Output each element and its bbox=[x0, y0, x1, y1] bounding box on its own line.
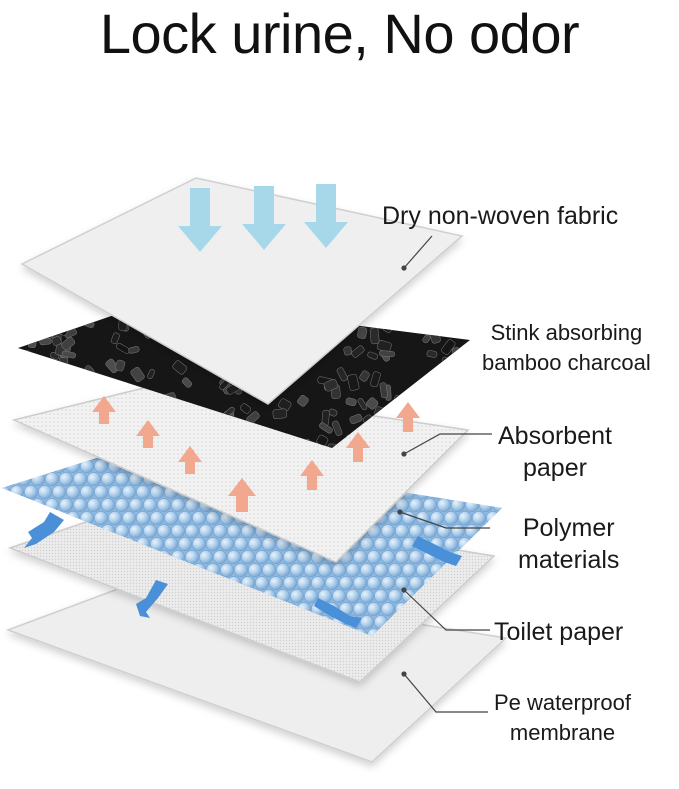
leader-lines bbox=[397, 235, 492, 713]
label-absorbent-paper: Absorbent paper bbox=[498, 422, 612, 482]
label-pe-membrane: Pe waterproof membrane bbox=[494, 690, 631, 745]
spread-arrows bbox=[24, 512, 462, 628]
label-toilet-paper: Toilet paper bbox=[494, 618, 624, 646]
label-polymer: Polymer materials bbox=[518, 514, 620, 574]
page-title: Lock urine, No odor bbox=[99, 2, 580, 65]
up-arrows bbox=[92, 396, 420, 512]
dry-fabric-layer bbox=[20, 177, 464, 405]
down-arrows bbox=[178, 184, 348, 252]
label-dry-fabric: Dry non-woven fabric bbox=[382, 202, 619, 230]
label-bamboo-charcoal: Stink absorbing bamboo charcoal bbox=[482, 320, 651, 375]
